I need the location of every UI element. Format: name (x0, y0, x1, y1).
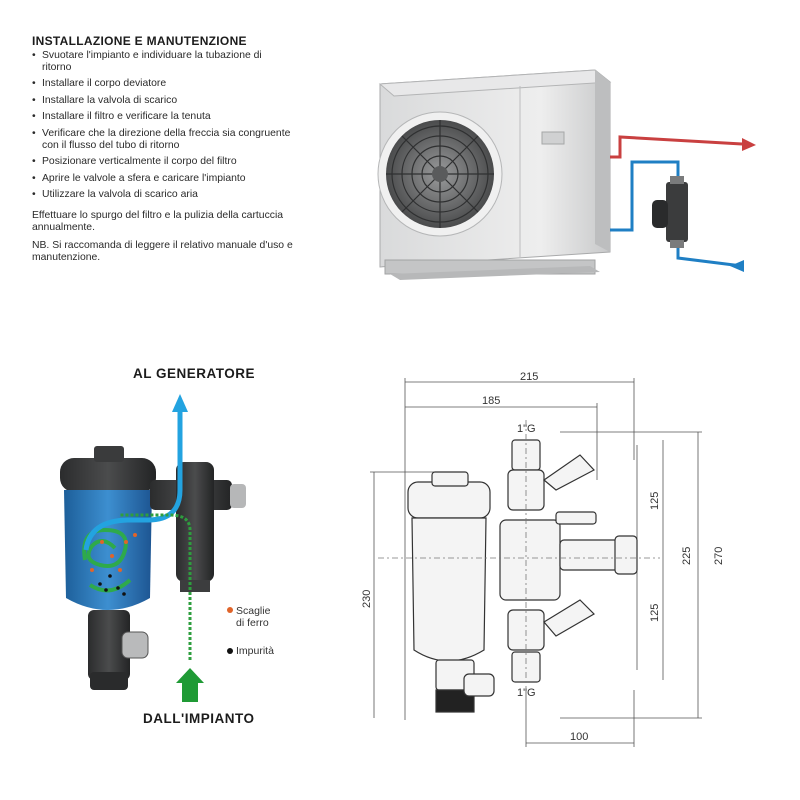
valve-assembly-outline (499, 439, 638, 683)
instructions-title: INSTALLAZIONE E MANUTENZIONE (32, 34, 247, 48)
dim-height-overall: 270 (713, 547, 725, 565)
label-from-system: DALL'IMPIANTO (143, 711, 255, 726)
dim-width-partial: 185 (482, 395, 500, 407)
dim-width-overall: 215 (520, 371, 538, 383)
list-item: Utilizzare la valvola di scarico aria (32, 189, 294, 201)
dim-height-lower: 125 (649, 604, 661, 622)
dimension-drawing: 215 185 1"G 1"G 100 125 125 225 270 230 (361, 371, 725, 747)
inflow-arrow-icon (176, 668, 204, 702)
filter-cutaway-illustration (60, 394, 246, 702)
dim-height-centers: 225 (681, 547, 693, 565)
fan-icon (377, 111, 503, 237)
list-item: Installare il corpo deviatore (32, 78, 294, 90)
list-item: Installare il filtro e verificare la ten… (32, 111, 294, 123)
list-item: Verificare che la direzione della frecci… (32, 128, 294, 151)
legend-impurities: Impurità (236, 645, 274, 657)
list-item: Posizionare verticalmente il corpo del f… (32, 156, 294, 168)
dim-height-filter: 230 (361, 590, 373, 608)
maintenance-note: Effettuare lo spurgo del filtro e la pul… (32, 209, 284, 233)
instructions-list: Svuotare l'impianto e individuare la tub… (32, 50, 294, 201)
label-to-generator: AL GENERATORE (133, 366, 256, 381)
dim-thread-top: 1"G (517, 423, 536, 435)
instructions-panel: INSTALLAZIONE E MANUTENZIONE Svuotare l'… (32, 34, 294, 270)
mini-filter-icon (652, 176, 688, 248)
flow-cold-pipe (610, 160, 743, 268)
heat-pump-illustration (377, 69, 756, 280)
dim-thread-bottom: 1"G (517, 687, 536, 699)
list-item: Aprire le valvole a sfera e caricare l'i… (32, 173, 294, 185)
legend-iron-flakes: Scaglie di ferro (236, 605, 270, 629)
manual-note: NB. Si raccomanda di leggere il relativo… (32, 240, 293, 263)
list-item: Svuotare l'impianto e individuare la tub… (32, 50, 294, 73)
legend-label: di ferro (236, 617, 269, 629)
flow-hot-pipe (610, 135, 743, 159)
legend-label: Impurità (236, 645, 274, 657)
list-item: Installare la valvola di scarico (32, 95, 294, 107)
dim-offset-bottom: 100 (570, 731, 588, 743)
legend-label: Scaglie (236, 605, 271, 617)
dim-height-upper: 125 (649, 492, 661, 510)
filter-outline (407, 471, 495, 713)
